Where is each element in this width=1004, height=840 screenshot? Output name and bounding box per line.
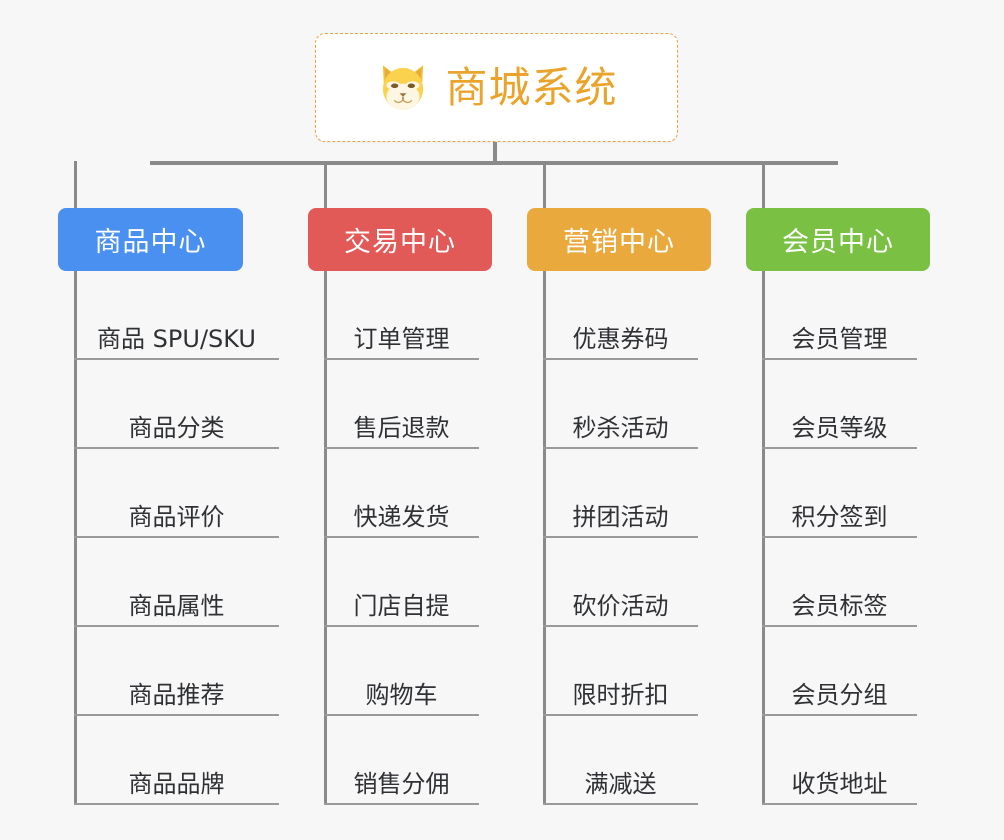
list-item[interactable]: 限时折扣	[543, 627, 698, 716]
list-item-label: 购物车	[365, 680, 438, 709]
list-item[interactable]: 收货地址	[762, 716, 917, 805]
list-item[interactable]: 销售分佣	[324, 716, 479, 805]
list-item-label: 门店自提	[353, 591, 450, 620]
list-item[interactable]: 秒杀活动	[543, 360, 698, 449]
column-header-label: 营销中心	[527, 208, 711, 271]
list-item-label: 订单管理	[353, 324, 450, 353]
list-item-label: 会员等级	[791, 413, 888, 442]
column-header-label: 会员中心	[746, 208, 930, 271]
list-item[interactable]: 满减送	[543, 716, 698, 805]
list-item[interactable]: 会员管理	[762, 271, 917, 360]
list-item[interactable]: 购物车	[324, 627, 479, 716]
list-item[interactable]: 商品 SPU/SKU	[74, 271, 279, 360]
list-item[interactable]: 砍价活动	[543, 538, 698, 627]
list-item[interactable]: 优惠券码	[543, 271, 698, 360]
list-item-label: 商品属性	[128, 591, 225, 620]
connector-drop-1	[74, 161, 77, 208]
root-node-content: 商城系统	[375, 60, 617, 116]
list-item-label: 商品 SPU/SKU	[97, 324, 256, 353]
list-item-label: 积分签到	[791, 502, 888, 531]
root-node-title: 商城系统	[445, 62, 618, 112]
list-item[interactable]: 积分签到	[762, 449, 917, 538]
list-item-label: 限时折扣	[572, 680, 669, 709]
list-item-label: 商品推荐	[128, 680, 225, 709]
connector-drop-3	[543, 161, 546, 208]
list-item-label: 收货地址	[791, 769, 888, 798]
list-item-label: 满减送	[584, 769, 657, 798]
column-header-label: 商品中心	[58, 208, 243, 271]
shiba-dog-icon	[383, 64, 424, 112]
column-header-label: 交易中心	[308, 208, 492, 271]
list-item-label: 会员分组	[791, 680, 888, 709]
list-item-label: 优惠券码	[572, 324, 669, 353]
list-item-label: 快递发货	[353, 502, 450, 531]
list-item[interactable]: 售后退款	[324, 360, 479, 449]
list-item-label: 秒杀活动	[572, 413, 669, 442]
list-item[interactable]: 订单管理	[324, 271, 479, 360]
column-header-4[interactable]: 会员中心	[746, 208, 930, 271]
connector-root-stem	[493, 142, 497, 165]
list-item[interactable]: 快递发货	[324, 449, 479, 538]
list-item-label: 拼团活动	[572, 502, 669, 531]
column-items-4: 会员管理会员等级积分签到会员标签会员分组收货地址	[746, 271, 970, 805]
connector-drop-4	[762, 161, 765, 208]
column-items-2: 订单管理售后退款快递发货门店自提购物车销售分佣	[308, 271, 532, 805]
root-node-card[interactable]: 商城系统	[315, 33, 678, 142]
list-item[interactable]: 商品属性	[74, 538, 279, 627]
list-item[interactable]: 拼团活动	[543, 449, 698, 538]
column-items-3: 优惠券码秒杀活动拼团活动砍价活动限时折扣满减送	[527, 271, 751, 805]
connector-horizontal-bar	[150, 161, 838, 165]
list-item[interactable]: 商品评价	[74, 449, 279, 538]
column-items-1: 商品 SPU/SKU 商品分类商品评价商品属性商品推荐商品品牌	[58, 271, 283, 805]
list-item[interactable]: 商品分类	[74, 360, 279, 449]
list-item[interactable]: 会员等级	[762, 360, 917, 449]
list-item-label: 售后退款	[353, 413, 450, 442]
list-item[interactable]: 商品品牌	[74, 716, 279, 805]
list-item-label: 会员标签	[791, 591, 888, 620]
list-item[interactable]: 会员标签	[762, 538, 917, 627]
list-item[interactable]: 会员分组	[762, 627, 917, 716]
column-header-2[interactable]: 交易中心	[308, 208, 492, 271]
list-item-label: 商品品牌	[128, 769, 225, 798]
list-item-label: 会员管理	[791, 324, 888, 353]
list-item-label: 商品分类	[128, 413, 225, 442]
list-item-label: 商品评价	[128, 502, 225, 531]
list-item[interactable]: 门店自提	[324, 538, 479, 627]
connector-drop-2	[324, 161, 327, 208]
list-item-label: 销售分佣	[353, 769, 450, 798]
list-item[interactable]: 商品推荐	[74, 627, 279, 716]
column-header-3[interactable]: 营销中心	[527, 208, 711, 271]
column-header-1[interactable]: 商品中心	[58, 208, 243, 271]
list-item-label: 砍价活动	[572, 591, 669, 620]
